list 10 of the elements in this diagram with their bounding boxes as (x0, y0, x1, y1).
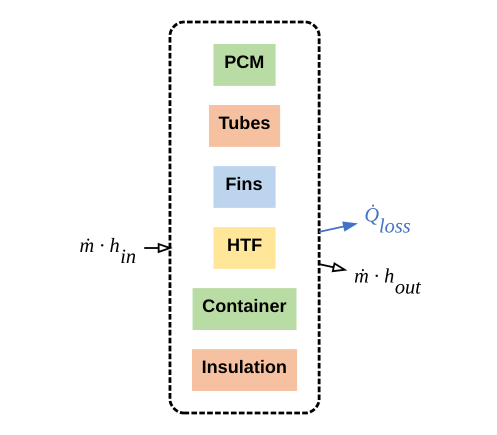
node-box: Tubes (208, 105, 280, 147)
node-box: Container (192, 288, 297, 330)
node-box: Insulation (192, 349, 298, 391)
arrow (144, 242, 173, 254)
cluster (168, 20, 321, 414)
node-box: Fins (213, 166, 276, 208)
arrow (318, 262, 348, 272)
node-box: PCM (213, 44, 276, 86)
node-box: HTF (213, 227, 276, 269)
arrow (318, 221, 358, 233)
